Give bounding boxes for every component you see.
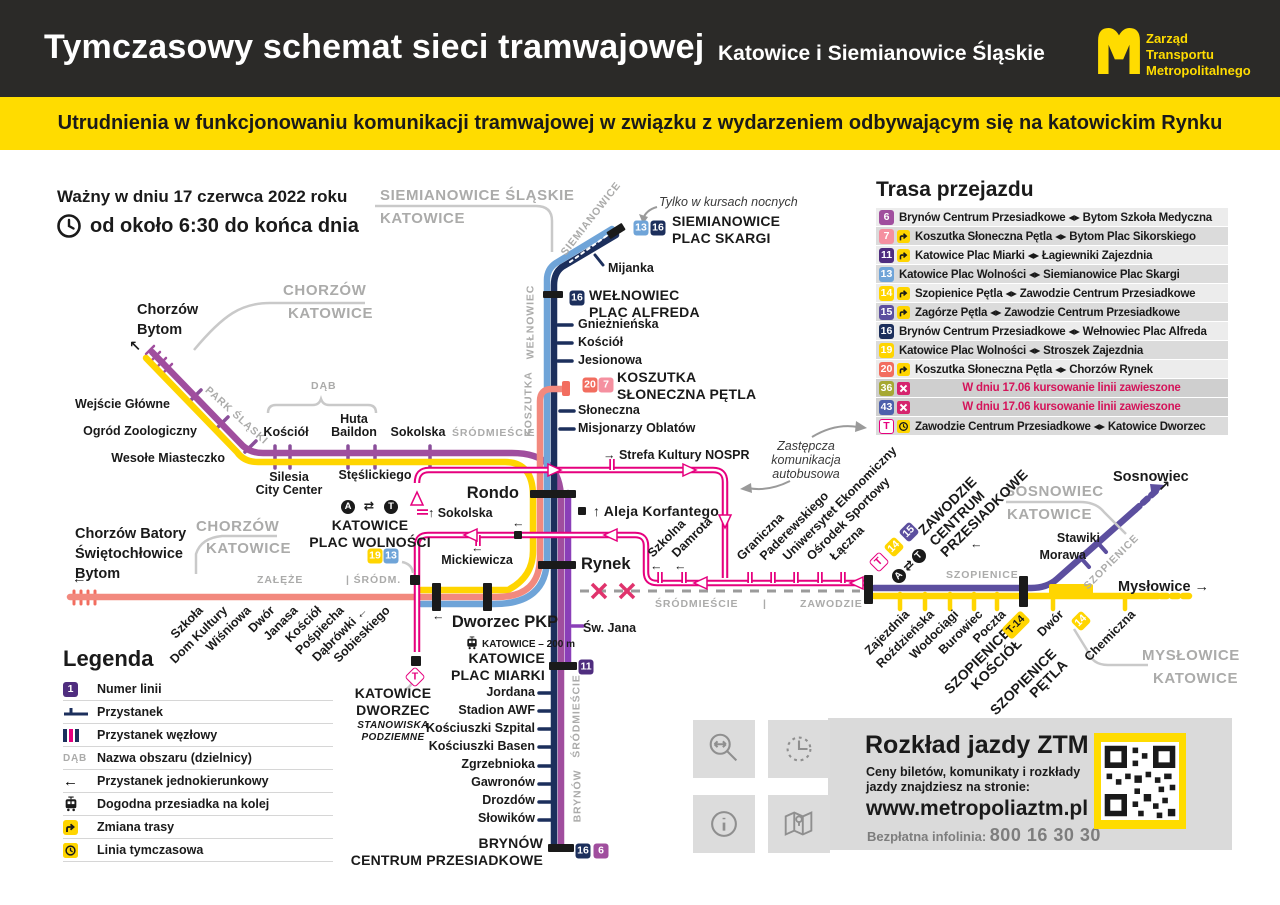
line-6-path [148,348,565,849]
line-13-path [417,225,616,608]
route-row-line-7: 7 Koszutka Słoneczna Pętla ◂▸ Bytom Plac … [876,227,1228,245]
line-16-path [550,231,620,849]
legend-item: Przystanek [63,701,333,724]
route-text: Koszutka Słoneczna Pętla ◂▸ Chorzów Ryne… [915,364,1153,376]
legend-item-label: Nazwa obszaru (dzielnicy) [97,751,252,765]
line-6-badge: 6 [879,209,894,225]
info-title: Rozkład jazdy ZTM [865,731,1089,759]
line-7-badge: 7 [879,228,894,244]
legend-title: Legenda [63,646,154,671]
line-11-badge: 11 [879,247,894,263]
route-row-line-36: 36 W dniu 17.06 kursowanie linii zawieszo… [876,379,1228,397]
page-subtitle: Katowice i Siemianowice Śląskie [718,42,1045,65]
legend-item: Zmiana trasy [63,816,333,839]
line-14-badge: 14 [879,285,894,301]
route-row-line-15: 15 Zagórze Pętla ◂▸ Zawodzie Centrum Prze… [876,303,1228,321]
line-36-badge: 36 [879,380,894,396]
route-table-title: Trasa przejazdu [876,178,1034,201]
legend-item: Linia tymczasowa [63,839,333,862]
legend-item-label: Przystanek węzłowy [97,728,218,742]
line-19-badge: 19 [879,342,894,358]
route-text: Katowice Plac Wolności ◂▸ Siemianowice P… [899,269,1180,281]
header: Tymczasowy schemat sieci tramwajowej Kat… [0,0,1280,97]
legend-item-label: Przystanek [97,705,164,719]
route-table: 6 Brynów Centrum Przesiadkowe ◂▸ Bytom Sz… [876,208,1228,436]
route-text: Katowice Plac Wolności ◂▸ Stroszek Zajez… [899,345,1144,357]
line-T-badge: T [879,418,894,434]
legend-item: ← Przystanek jednokierunkowy [63,770,333,793]
ztm-logo-icon [1098,28,1140,75]
line-T-path [413,459,868,652]
route-row-line-T: T Zawodzie Centrum Przesiadkowe ◂▸ Katowi… [876,417,1228,435]
route-row-line-11: 11 Katowice Plac Miarki ◂▸ Łagiewniki Zaj… [876,246,1228,264]
line-number-icon: 1 [63,681,97,697]
legend-item-label: Zmiana trasy [97,820,175,834]
line-16-badge: 16 [879,323,894,339]
line-43-badge: 43 [879,399,894,415]
info-desc: Ceny biletów, komunikaty i rozkłady jazd… [866,765,1081,794]
line-15-badge: 15 [879,304,894,320]
route-row-line-13: 13 Katowice Plac Wolności ◂▸ Siemianowice… [876,265,1228,283]
legend-item: Przystanek węzłowy [63,724,333,747]
schedule-clock-icon [768,720,830,778]
route-row-line-16: 16 Brynów Centrum Przesiadkowe ◂▸ Wełnowi… [876,322,1228,340]
legend-item: Dogodna przesiadka na kolej [63,793,333,816]
route-text: Brynów Centrum Przesiadkowe ◂▸ Wełnowiec… [899,326,1207,338]
route-text: Zawodzie Centrum Przesiadkowe ◂▸ Katowic… [915,421,1206,433]
boundary-lines [193,204,1148,692]
info-icon [693,795,755,853]
line-13-badge: 13 [879,266,894,282]
info-url: www.metropoliaztm.pl [866,797,1089,820]
legend-item-label: Linia tymczasowa [97,843,204,857]
one-way-icon: ← [63,772,78,790]
route-row-line-6: 6 Brynów Centrum Przesiadkowe ◂▸ Bytom Sz… [876,208,1228,226]
route-text: Koszutka Słoneczna Pętla ◂▸ Bytom Plac S… [915,231,1196,243]
map-icon [768,795,830,853]
suspended-x-marks [590,582,636,600]
stop-icon [63,705,97,719]
route-text: Zagórze Pętla ◂▸ Zawodzie Centrum Przesi… [915,307,1180,319]
line-15-path [870,506,1139,592]
route-text: Katowice Plac Miarki ◂▸ Łagiewniki Zajez… [915,250,1153,262]
annotation-arrows [642,206,859,491]
line-20-path [66,385,567,601]
alert-banner: Utrudnienia w funkcjonowaniu komunikacji… [0,97,1280,150]
alert-banner-text: Utrudnienia w funkcjonowaniu komunikacji… [57,112,1223,134]
route-text: W dniu 17.06 kursowanie linii zawieszone [962,401,1181,413]
page-title: Tymczasowy schemat sieci tramwajowej [44,28,705,66]
route-text: Brynów Centrum Przesiadkowe ◂▸ Bytom Szk… [899,212,1213,224]
legend-item-label: Przystanek jednokierunkowy [97,774,269,788]
direction-arrows [409,462,864,591]
qr-code [1094,733,1186,829]
route-text: Szopienice Pętla ◂▸ Zawodzie Centrum Prz… [915,288,1196,300]
interchange-nodes [410,223,1028,852]
legend-item-label: Dogodna przesiadka na kolej [97,797,270,811]
validity-date: Ważny w dniu 17 czerwca 2022 roku [57,187,348,206]
route-row-line-43: 43 W dniu 17.06 kursowanie linii zawieszo… [876,398,1228,416]
route-row-line-20: 20 Koszutka Słoneczna Pętla ◂▸ Chorzów Ry… [876,360,1228,378]
line-19-path [142,354,537,594]
validity-hours: od około 6:30 do końca dnia [90,215,359,237]
route-row-line-19: 19 Katowice Plac Wolności ◂▸ Stroszek Zaj… [876,341,1228,359]
rail-interchange-icon [466,636,478,650]
clock-icon [57,214,81,238]
area-icon: DĄB [63,752,88,764]
route-text: W dniu 17.06 kursowanie linii zawieszone [962,382,1181,394]
interchange-icon [63,728,97,743]
stop-ticks-west [273,444,432,470]
line-20-badge: 20 [879,361,894,377]
search-icon [693,720,755,778]
info-phone: Bezpłatna infolinia: 800 16 30 30 [867,825,1101,845]
route-row-line-14: 14 Szopienice Pętla ◂▸ Zawodzie Centrum P… [876,284,1228,302]
legend-item-label: Numer linii [97,682,162,696]
legend-item: DĄB Nazwa obszaru (dzielnicy) [63,747,333,770]
